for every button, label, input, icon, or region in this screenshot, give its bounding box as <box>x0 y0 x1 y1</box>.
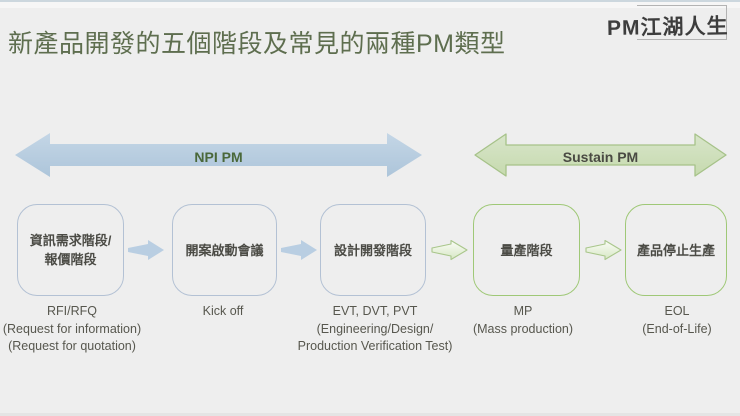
sustain-pm-double-arrow-icon <box>474 133 727 177</box>
flow-arrow-icon <box>128 240 164 260</box>
caption-line: MP <box>513 304 533 318</box>
stage-box-line: 產品停止生產 <box>636 242 715 258</box>
slide-title: 新產品開發的五個階段及常見的兩種PM類型 <box>8 30 506 58</box>
caption-line: (Request for information) <box>2 321 142 336</box>
caption-line: (Engineering/Design/ <box>316 321 434 336</box>
stage-box-rfi-rfq: 資訊需求階段/ 報價階段 <box>17 204 124 296</box>
npi-pm-double-arrow-icon <box>15 133 422 177</box>
stage-caption-mp: MP (Mass production) <box>433 303 613 338</box>
stage-caption-kickoff: Kick off <box>133 303 313 321</box>
brand-logo: PM江湖人生 <box>606 14 729 41</box>
caption-line: (Mass production) <box>472 321 574 336</box>
stage-caption-evt-dvt-pvt: EVT, DVT, PVT (Engineering/Design/ Produ… <box>285 303 465 356</box>
bottom-edge-strip <box>0 413 740 416</box>
sustain-pm-label: Sustain PM <box>562 149 639 165</box>
stage-box-mass-production: 量產階段 <box>473 204 580 296</box>
caption-line: EVT, DVT, PVT <box>332 304 418 318</box>
caption-line: Kick off <box>202 304 244 318</box>
npi-pm-label: NPI PM <box>194 149 243 165</box>
stage-box-line: 報價階段 <box>44 252 97 267</box>
stage-box-line: 開案啟動會議 <box>185 242 264 258</box>
stage-caption-eol: EOL (End-of-Life) <box>587 303 740 338</box>
flow-arrow-icon <box>431 239 468 261</box>
top-edge-glow <box>0 2 740 8</box>
stage-box-line: 設計開發階段 <box>333 242 412 258</box>
brand-frame <box>637 5 727 40</box>
caption-line: Production Verification Test) <box>297 339 453 353</box>
caption-line: (Request for quotation) <box>8 339 136 353</box>
stage-caption-rfi-rfq: RFI/RFQ (Request for information) (Reque… <box>0 303 162 356</box>
stage-box-line: 量產階段 <box>500 242 553 258</box>
caption-line: EOL <box>664 304 690 318</box>
flow-arrow-icon <box>281 240 317 260</box>
caption-line: (End-of-Life) <box>642 321 712 336</box>
flow-arrow-icon <box>585 239 622 261</box>
stage-box-kickoff: 開案啟動會議 <box>172 204 277 296</box>
stage-box-eol: 產品停止生產 <box>625 204 727 296</box>
caption-line: RFI/RFQ <box>47 304 97 318</box>
top-edge-strip <box>0 0 740 2</box>
stage-box-design-develop: 設計開發階段 <box>320 204 426 296</box>
stage-box-line: 資訊需求階段/ <box>29 233 112 248</box>
